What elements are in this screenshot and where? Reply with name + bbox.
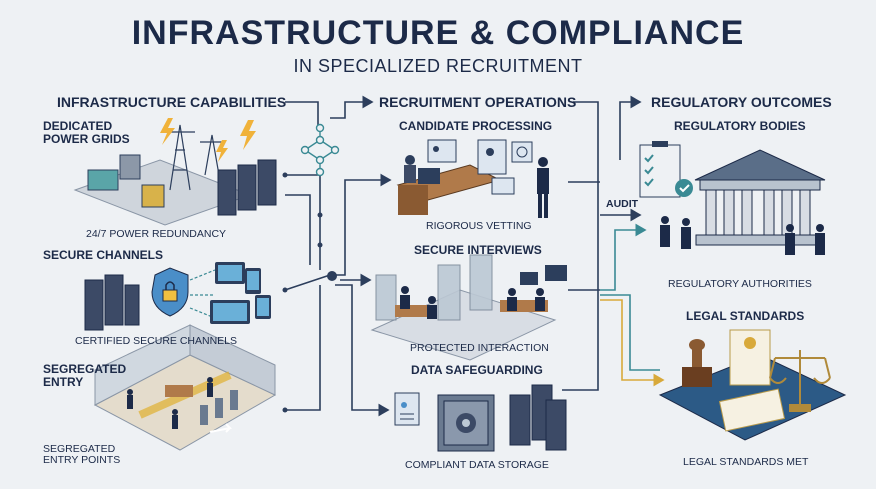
server-rack-icon — [217, 159, 277, 216]
label-dedicated-power-grids: DEDICATED POWER GRIDS — [43, 119, 130, 146]
lightning-icon — [160, 118, 256, 162]
label-regulatory-bodies: REGULATORY BODIES — [674, 119, 806, 133]
stamp-icon — [682, 339, 712, 387]
caption-compliant-data-storage: COMPLIANT DATA STORAGE — [405, 459, 549, 471]
connector-candidate — [335, 173, 392, 276]
connector-left-heading — [285, 101, 319, 130]
label-legal-standards: LEGAL STANDARDS — [686, 309, 805, 323]
id-card-icon — [427, 139, 533, 195]
network-hub-icon — [300, 123, 340, 177]
page-title: INFRASTRUCTURE & COMPLIANCE — [131, 14, 745, 52]
caption-protected-interaction: PROTECTED INTERACTION — [410, 342, 549, 354]
connector-power — [285, 174, 321, 270]
caption-legal-standards-met: LEGAL STANDARDS MET — [683, 456, 809, 468]
server-icon — [509, 384, 567, 451]
person-icon — [127, 377, 213, 429]
caption-regulatory-authorities: REGULATORY AUTHORITIES — [668, 278, 812, 290]
caption-power-redundancy: 24/7 POWER REDUNDANCY — [86, 228, 227, 240]
server-icon — [84, 274, 140, 331]
connector-teal — [600, 223, 647, 291]
power-tower-icon — [165, 124, 224, 191]
heading-regulatory-outcomes: REGULATORY OUTCOMES — [651, 94, 832, 110]
device-icon — [210, 262, 271, 324]
lock-icon — [162, 289, 178, 302]
junction-dot-icon — [327, 271, 337, 281]
connector-mid-heading — [330, 95, 374, 119]
regulatory-bodies-illustration — [639, 141, 826, 255]
heading-infrastructure-capabilities: INFRASTRUCTURE CAPABILITIES — [57, 94, 287, 110]
caption-rigorous-vetting: RIGOROUS VETTING — [426, 220, 532, 232]
secure-interviews-illustration — [370, 254, 567, 361]
government-building-icon — [694, 149, 826, 246]
caption-certified-secure-channels: CERTIFIED SECURE CHANNELS — [75, 335, 238, 347]
video-screen-icon — [545, 265, 567, 281]
connector-teal-2 — [600, 294, 660, 371]
connector-mid-right — [573, 101, 599, 200]
connector-secure — [284, 274, 331, 291]
connector-spine-right — [562, 200, 599, 391]
label-segregated-entry: SEGREGATED ENTRY — [43, 362, 127, 389]
scales-icon — [769, 350, 831, 412]
connector-data — [335, 284, 390, 417]
candidate-processing-illustration — [396, 139, 549, 218]
data-safeguarding-illustration — [394, 384, 567, 452]
label-secure-interviews: SECURE INTERVIEWS — [414, 243, 542, 257]
secure-channels-illustration — [84, 262, 271, 331]
document-icon — [394, 392, 420, 426]
vault-icon — [437, 394, 495, 452]
connector-gold — [600, 299, 665, 387]
legal-standards-illustration — [658, 329, 847, 441]
power-grid-illustration — [73, 118, 277, 226]
segregated-entry-illustration — [93, 324, 277, 451]
page-subtitle: IN SPECIALIZED RECRUITMENT — [293, 56, 583, 76]
connector-power-2 — [285, 194, 311, 265]
check-icon — [675, 179, 693, 197]
label-audit: AUDIT — [606, 198, 639, 210]
connector-entry — [285, 285, 321, 411]
heading-recruitment-operations: RECRUITMENT OPERATIONS — [379, 94, 577, 110]
label-candidate-processing: CANDIDATE PROCESSING — [399, 119, 553, 133]
connector-right-heading — [619, 95, 642, 160]
caption-segregated-entry-points: SEGREGATED ENTRY POINTS — [43, 443, 121, 467]
label-secure-channels: SECURE CHANNELS — [43, 248, 164, 262]
label-data-safeguarding: DATA SAFEGUARDING — [411, 363, 543, 377]
